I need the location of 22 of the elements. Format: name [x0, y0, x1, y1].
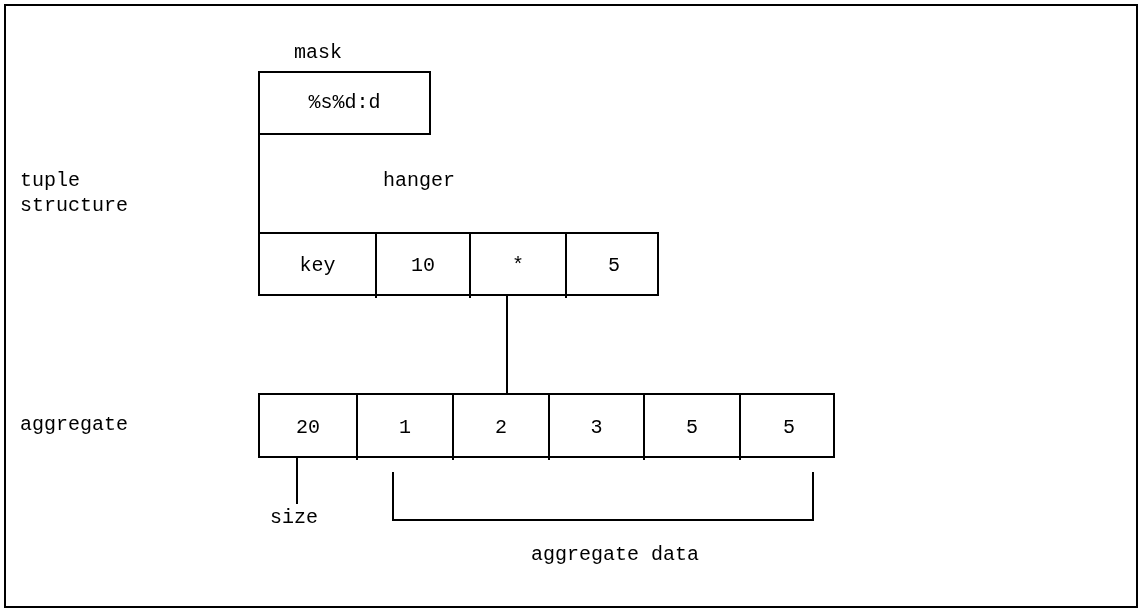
field-cell: 10 — [375, 234, 469, 298]
row-label: tuple structure — [20, 168, 130, 218]
connector-line — [258, 134, 260, 233]
field-cell: 2 — [452, 395, 548, 460]
aggregate-row — [258, 393, 835, 458]
field-cell: 20 — [260, 395, 356, 460]
bracket-label: aggregate data — [531, 542, 700, 567]
field-cell: 5 — [739, 395, 837, 460]
mask-box: %s%d:d — [258, 71, 431, 135]
row-label: aggregate — [20, 412, 129, 437]
field-cell: 3 — [548, 395, 643, 460]
leader-line — [296, 457, 298, 505]
row-label: hanger — [383, 168, 456, 193]
field-cell: 1 — [356, 395, 452, 460]
field-cell: 5 — [643, 395, 739, 460]
field-cell: key — [260, 234, 375, 298]
tuple-row — [258, 232, 659, 296]
connector-line — [506, 295, 508, 394]
row-label: mask — [294, 40, 343, 65]
size-label: size — [266, 504, 322, 532]
field-cell: 5 — [565, 234, 661, 298]
field-cell: * — [469, 234, 565, 298]
